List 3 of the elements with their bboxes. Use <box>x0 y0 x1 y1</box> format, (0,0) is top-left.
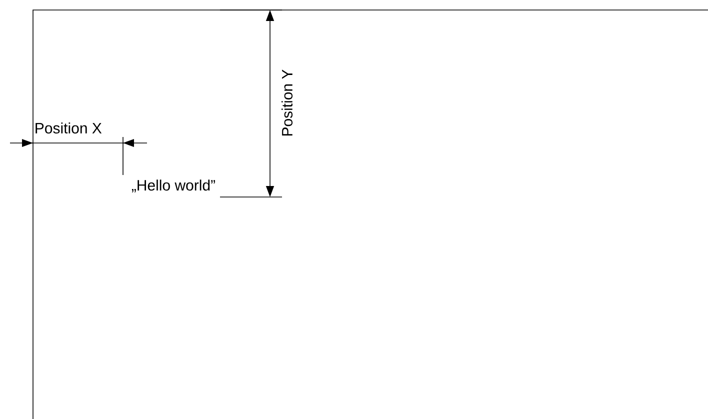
sample-text: „Hello world” <box>132 180 215 192</box>
dimension-label: Position Y <box>282 70 292 136</box>
dimension-label: Position X <box>36 122 102 134</box>
